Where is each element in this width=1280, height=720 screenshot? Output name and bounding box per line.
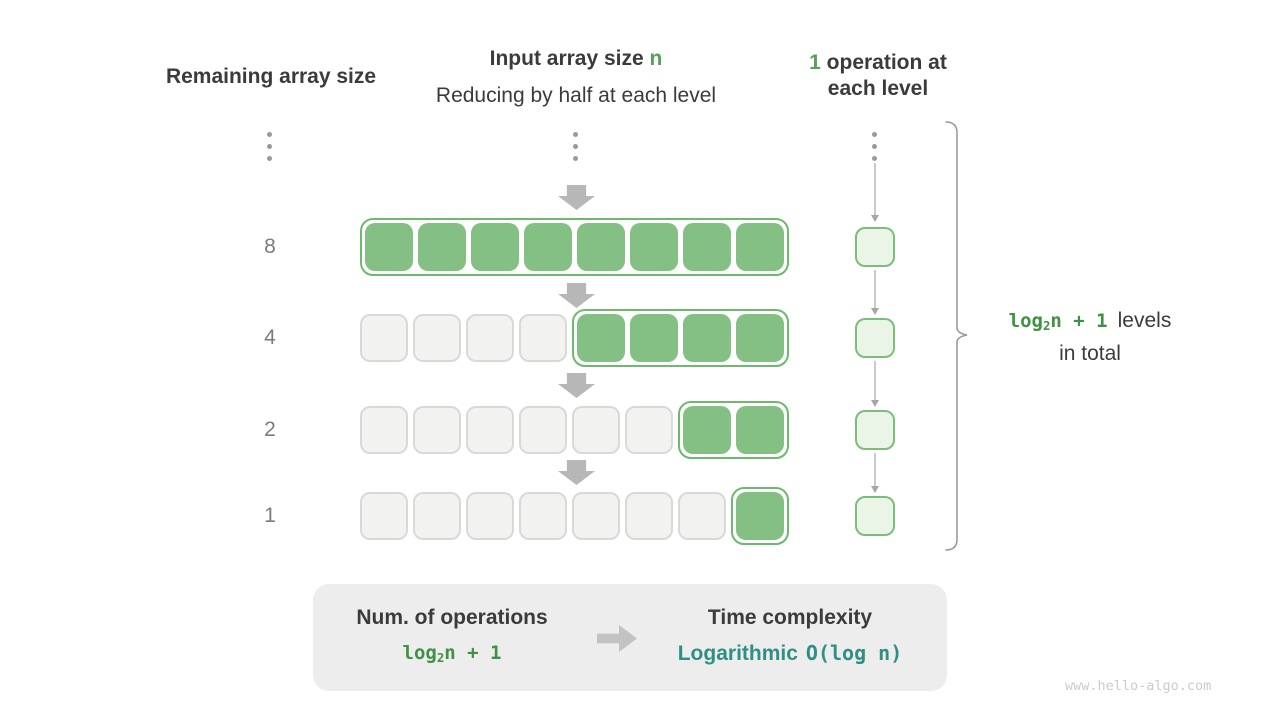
column-header-input-subtitle: Reducing by half at each level (435, 84, 717, 107)
operation-connector-arrows (871, 163, 879, 493)
ellipsis-dot (573, 144, 578, 149)
summary-operations-title: Num. of operations (356, 606, 548, 629)
array-cell-excluded (625, 492, 673, 540)
active-subarray-outline (572, 309, 789, 367)
operations-header-text: operation at (820, 51, 947, 74)
log-levels-formula: log2n + 1 (1008, 310, 1108, 334)
array-cell-active (418, 223, 466, 271)
remaining-size-label: 2 (264, 418, 276, 441)
array-cell-excluded (360, 492, 408, 540)
array-cell-active (736, 406, 784, 454)
levels-annotation-line1: log2n + 1 levels (988, 307, 1192, 340)
vertical-ellipsis-icon (267, 132, 272, 161)
summary-operations-block: Num. of operations log2n + 1 (332, 605, 572, 665)
array-cell-active (736, 223, 784, 271)
operations-header-line1: 1 operation at (809, 50, 947, 76)
operations-count: 1 (809, 51, 821, 74)
array-cell-excluded (519, 492, 567, 540)
array-cell-active (524, 223, 572, 271)
operation-box (855, 410, 895, 450)
remaining-size-label: 4 (264, 326, 276, 349)
complexity-name: Logarithmic (677, 642, 798, 665)
remaining-size-label: 1 (264, 504, 276, 527)
ellipsis-dot (267, 156, 272, 161)
operation-box (855, 318, 895, 358)
array-cell-active (471, 223, 519, 271)
ellipsis-dot (872, 132, 877, 137)
array-cell-active (577, 223, 625, 271)
array-cell-excluded (466, 406, 514, 454)
array-cell-active (577, 314, 625, 362)
array-cell-excluded (678, 492, 726, 540)
array-cell-excluded (466, 314, 514, 362)
array-cell-active (736, 492, 784, 540)
array-cell-excluded (625, 406, 673, 454)
array-row (360, 401, 789, 459)
vertical-ellipsis-icon (573, 132, 578, 161)
down-arrow-icon (558, 460, 595, 485)
summary-complexity-title: Time complexity (707, 606, 873, 629)
summary-operations-formula: log2n + 1 (402, 642, 502, 666)
array-cell-excluded (413, 492, 461, 540)
column-header-input: Input array size n (490, 46, 663, 72)
active-subarray-outline (360, 218, 789, 276)
array-cell-excluded (413, 314, 461, 362)
operations-header-line2: each level (827, 77, 929, 100)
complexity-big-o: O(log n) (805, 641, 903, 665)
array-cell-active (630, 223, 678, 271)
down-arrow-icon (558, 185, 595, 210)
ellipsis-dot (267, 144, 272, 149)
ellipsis-dot (872, 156, 877, 161)
ellipsis-dot (267, 132, 272, 137)
summary-panel: Num. of operations log2n + 1 Time comple… (313, 584, 947, 691)
active-subarray-outline (731, 487, 789, 545)
array-cell-excluded (572, 406, 620, 454)
down-arrow-icon (558, 283, 595, 308)
operation-box (855, 496, 895, 536)
ellipsis-dot (872, 144, 877, 149)
levels-word: levels (1117, 309, 1172, 332)
right-arrow-icon (597, 625, 637, 652)
array-cell-excluded (519, 406, 567, 454)
array-cell-active (683, 406, 731, 454)
active-subarray-outline (678, 401, 789, 459)
array-cell-active (683, 314, 731, 362)
array-cell-active (365, 223, 413, 271)
array-cell-excluded (572, 492, 620, 540)
vertical-ellipsis-icon (872, 132, 877, 161)
array-cell-excluded (519, 314, 567, 362)
column-header-remaining: Remaining array size (165, 65, 377, 88)
down-arrow-icon (558, 373, 595, 398)
array-cell-active (683, 223, 731, 271)
column-header-operations: 1 operation at each level (809, 50, 947, 102)
array-row (360, 487, 789, 545)
remaining-size-label: 8 (264, 235, 276, 258)
input-header-text: Input array size (489, 47, 650, 70)
array-cell-excluded (360, 406, 408, 454)
operation-box (855, 227, 895, 267)
input-size-n: n (649, 47, 663, 70)
levels-annotation-line2: in total (1059, 342, 1121, 366)
curly-brace-right-icon (945, 121, 968, 551)
array-cell-active (630, 314, 678, 362)
array-cell-excluded (466, 492, 514, 540)
array-row (360, 218, 789, 276)
array-row (360, 309, 789, 367)
ellipsis-dot (573, 132, 578, 137)
summary-complexity-value: Logarithmic O(log n) (670, 641, 910, 666)
array-cell-excluded (360, 314, 408, 362)
summary-complexity-block: Time complexity Logarithmic O(log n) (670, 605, 910, 666)
levels-annotation: log2n + 1 levels in total (988, 307, 1192, 367)
watermark: www.hello-algo.com (1065, 678, 1212, 694)
array-cell-excluded (413, 406, 461, 454)
array-cell-active (736, 314, 784, 362)
ellipsis-dot (573, 156, 578, 161)
